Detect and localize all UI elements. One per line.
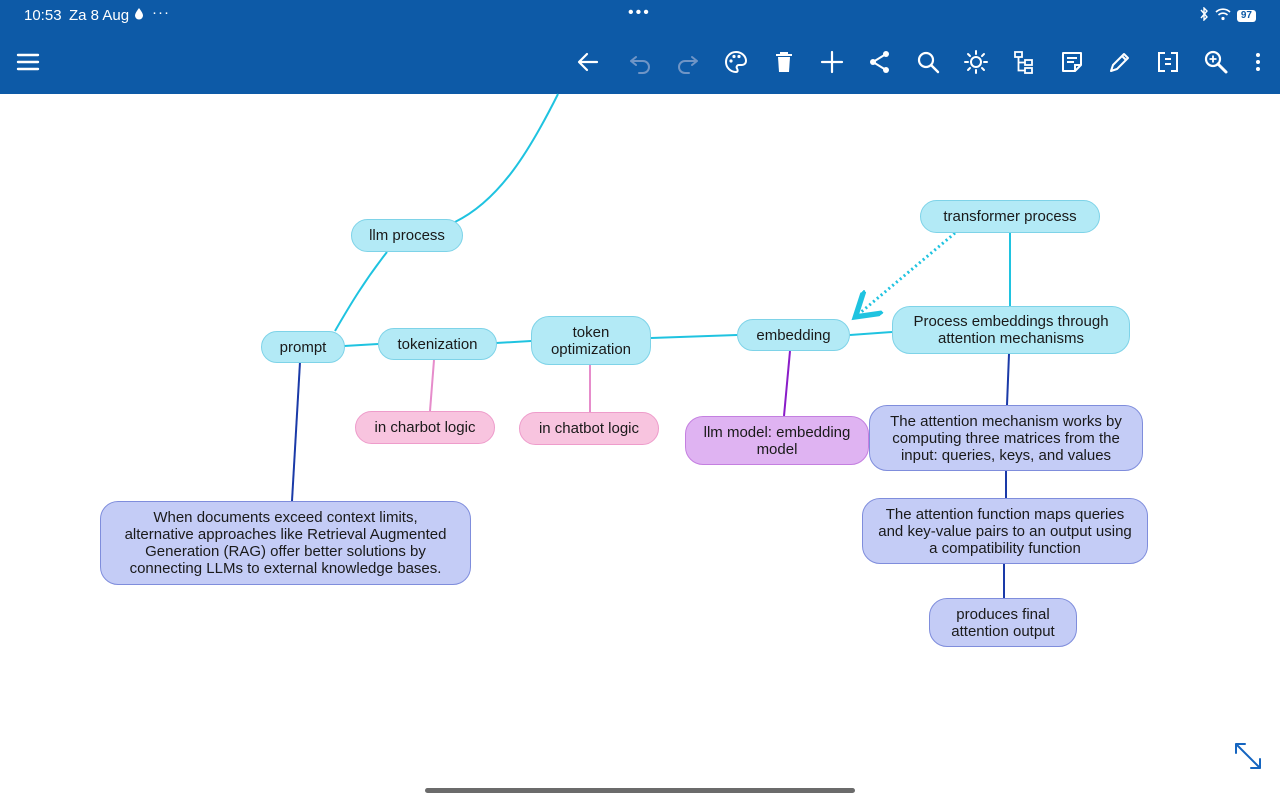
node-label: llm model: embedding model <box>703 423 851 458</box>
node-label: tokenization <box>397 335 478 353</box>
bluetooth-icon <box>1199 6 1209 24</box>
edge-embedding-llm-model <box>783 350 791 417</box>
node-rag-note[interactable]: When documents exceed context limits, al… <box>100 501 471 585</box>
add-icon[interactable] <box>810 40 854 84</box>
edge-embedding-process-embeddings <box>849 331 893 336</box>
gesture-home-bar[interactable] <box>425 788 855 793</box>
note-icon[interactable] <box>1050 40 1094 84</box>
edge-tokenization-charbot <box>429 359 435 412</box>
status-time: 10:53 <box>24 7 62 24</box>
node-tokenization[interactable]: tokenization <box>378 328 497 360</box>
status-more: ··· <box>152 4 170 21</box>
palette-icon[interactable] <box>714 40 758 84</box>
more-vert-icon[interactable] <box>1236 40 1280 84</box>
back-arrow-icon[interactable] <box>566 40 610 84</box>
app-bar: 10:53 Za 8 Aug ··· ••• 97 <box>0 0 1280 94</box>
node-attention-mechanism[interactable]: The attention mechanism works by computi… <box>869 405 1143 471</box>
wifi-icon <box>1215 7 1231 24</box>
node-label: prompt <box>279 338 327 356</box>
search-icon[interactable] <box>906 40 950 84</box>
node-label: The attention function maps queries and … <box>878 505 1132 557</box>
edge-transformer-embedding-dotted <box>860 231 956 313</box>
node-token-optimization[interactable]: token optimization <box>531 316 651 365</box>
node-label: Process embeddings through attention mec… <box>913 313 1109 347</box>
node-charbot-logic[interactable]: in charbot logic <box>355 411 495 444</box>
node-label: transformer process <box>943 208 1077 225</box>
edge-process-embeddings-attention <box>1006 353 1010 406</box>
edge-root-llm-process <box>454 93 559 223</box>
edge-prompt-tokenization <box>343 343 379 347</box>
redo-icon[interactable] <box>666 40 710 84</box>
edge-llm-process-prompt <box>334 251 388 332</box>
edge-token-optimization-embedding <box>650 334 738 339</box>
node-llm-process[interactable]: llm process <box>351 219 463 252</box>
expand-icon[interactable] <box>1230 738 1266 774</box>
status-icons: 97 <box>1199 6 1256 24</box>
node-llm-model[interactable]: llm model: embedding model <box>685 416 869 465</box>
node-process-embeddings[interactable]: Process embeddings through attention mec… <box>892 306 1130 354</box>
node-chatbot-logic[interactable]: in chatbot logic <box>519 412 659 445</box>
node-label: The attention mechanism works by computi… <box>890 412 1122 464</box>
node-embedding[interactable]: embedding <box>737 319 850 351</box>
drop-icon <box>134 7 144 23</box>
tree-layout-icon[interactable] <box>1002 40 1046 84</box>
node-label: embedding <box>756 326 831 344</box>
window-handle[interactable]: ••• <box>628 4 651 21</box>
boundary-icon[interactable] <box>1146 40 1190 84</box>
edge-tokenization-token-optimization <box>495 340 532 344</box>
node-attention-function[interactable]: The attention function maps queries and … <box>862 498 1148 564</box>
status-date: Za 8 Aug <box>69 7 130 24</box>
node-final-output[interactable]: produces final attention output <box>929 598 1077 647</box>
menu-icon[interactable] <box>6 40 50 84</box>
delete-icon[interactable] <box>762 40 806 84</box>
share-icon[interactable] <box>858 40 902 84</box>
undo-icon[interactable] <box>618 40 662 84</box>
node-transformer-process[interactable]: transformer process <box>920 200 1100 233</box>
node-label: token optimization <box>550 323 632 358</box>
node-prompt[interactable]: prompt <box>261 331 345 363</box>
node-label: in chatbot logic <box>538 420 640 437</box>
zoom-icon[interactable] <box>1194 40 1238 84</box>
edge-prompt-rag <box>291 361 301 502</box>
node-label: in charbot logic <box>374 419 476 436</box>
node-label: llm process <box>369 227 445 244</box>
node-label: produces final attention output <box>951 605 1055 640</box>
brightness-icon[interactable] <box>954 40 998 84</box>
node-label: When documents exceed context limits, al… <box>124 509 447 577</box>
pen-icon[interactable] <box>1098 40 1142 84</box>
battery-indicator: 97 <box>1236 9 1256 22</box>
